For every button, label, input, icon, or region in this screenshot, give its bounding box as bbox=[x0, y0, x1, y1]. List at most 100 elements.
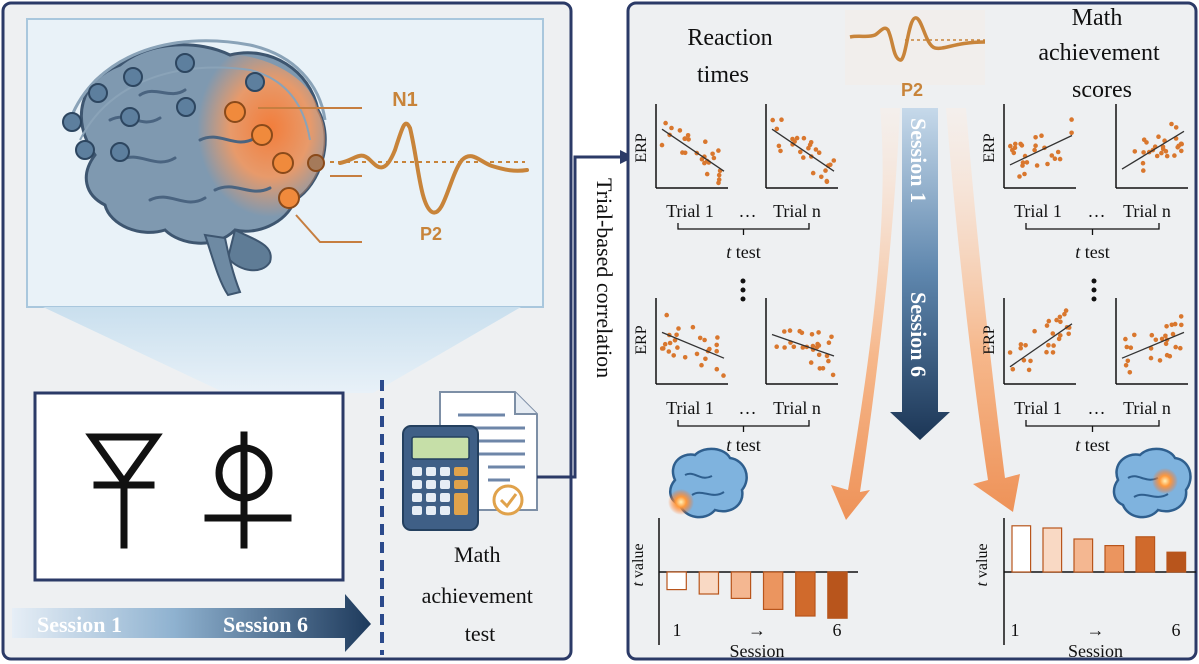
right-panel: Reaction times Math achievement scores P… bbox=[626, 1, 1198, 661]
trial-ellipsis-3: … bbox=[1088, 201, 1106, 221]
scatter-point bbox=[1022, 171, 1027, 177]
scatter-point bbox=[674, 332, 679, 338]
scatter-point bbox=[1132, 149, 1138, 154]
bar-first-tick: 1 bbox=[1011, 620, 1020, 640]
scatter-point bbox=[823, 168, 828, 173]
scatter-plot-7 bbox=[1003, 298, 1076, 385]
reaction-times-title-line2: times bbox=[697, 62, 749, 88]
center-p2-label: P2 bbox=[901, 80, 923, 100]
math-test-label-line1: Math bbox=[454, 542, 500, 567]
scatter-point bbox=[816, 352, 822, 358]
scatter-point bbox=[1018, 342, 1024, 347]
scatter-point bbox=[828, 162, 833, 168]
scatter-point bbox=[820, 366, 826, 371]
scatter-point bbox=[694, 351, 700, 357]
session-end-label: Session 6 bbox=[223, 612, 308, 637]
scatter-point bbox=[774, 126, 780, 132]
scatter-point bbox=[686, 137, 691, 142]
scatter-point bbox=[1141, 168, 1146, 173]
bar-1 bbox=[666, 571, 687, 591]
p2-label: P2 bbox=[420, 224, 442, 244]
bar-5 bbox=[795, 571, 816, 617]
zoom-cone bbox=[43, 307, 521, 393]
scatter-point bbox=[703, 139, 708, 144]
scatter-point bbox=[682, 136, 687, 141]
scatter-point bbox=[672, 338, 678, 343]
scatter-point bbox=[787, 328, 793, 333]
bar-3 bbox=[730, 571, 752, 599]
scatter-point bbox=[1058, 319, 1063, 325]
scatter-point bbox=[699, 362, 704, 368]
scatter-point bbox=[808, 140, 814, 145]
trial-correlation-label: Trial-based correlation bbox=[592, 178, 617, 378]
bar-4 bbox=[1104, 544, 1125, 573]
bar-ylabel: t value bbox=[974, 543, 991, 586]
bar-ylabel: t value bbox=[630, 543, 647, 586]
scatter-trend-line bbox=[661, 331, 725, 359]
scatter-point bbox=[826, 358, 831, 364]
scatter-point bbox=[1054, 317, 1059, 323]
bar-arrow: → bbox=[748, 620, 766, 640]
scatter-point bbox=[801, 155, 806, 160]
stimulus-symbol-left bbox=[85, 433, 163, 549]
scatter-point bbox=[1153, 337, 1159, 343]
ttest-label-1: t test bbox=[726, 242, 761, 262]
bar-ylabel-italic: t bbox=[974, 582, 991, 587]
scatter-trend-line bbox=[661, 128, 725, 172]
scatter-point bbox=[774, 344, 779, 350]
scatter-point bbox=[1034, 163, 1040, 168]
bar-ylabel-rest: value bbox=[630, 543, 647, 582]
bar-5 bbox=[1135, 536, 1156, 573]
reaction-times-title-line1: Reaction bbox=[687, 25, 772, 51]
scatter-plot-2 bbox=[765, 104, 838, 189]
scatter-point bbox=[779, 117, 784, 122]
scatter-point bbox=[667, 340, 673, 346]
scatter-point bbox=[714, 342, 719, 348]
trial-ellipsis-2: … bbox=[739, 398, 757, 418]
scatter-trend-line bbox=[1009, 323, 1073, 368]
scatter-point bbox=[1028, 358, 1033, 364]
scatter-point bbox=[816, 150, 822, 155]
bar-xlabel: Session bbox=[729, 641, 784, 661]
scatter-point bbox=[1178, 345, 1183, 351]
vertical-ellipsis-right bbox=[1091, 278, 1097, 302]
orange-arrow-right bbox=[946, 108, 1020, 512]
scatter-ylabel-3: ERP bbox=[633, 325, 650, 354]
scatter-point bbox=[791, 344, 797, 350]
scatter-point bbox=[1163, 341, 1169, 347]
scatter-point bbox=[710, 151, 715, 157]
scatter-point bbox=[676, 326, 681, 331]
scatter-point bbox=[699, 156, 705, 162]
scatter-point bbox=[1127, 370, 1133, 375]
math-scores-title-line2: achievement bbox=[1038, 40, 1160, 66]
scatter-point bbox=[1156, 134, 1161, 139]
scatter-point bbox=[707, 346, 712, 352]
math-test-label: Math achievement test bbox=[422, 542, 539, 646]
scatter-point bbox=[770, 117, 775, 123]
scatter-point bbox=[659, 142, 665, 148]
bar-xlabel: Session bbox=[1068, 641, 1123, 661]
scatter-ylabel-5: ERP bbox=[981, 133, 998, 162]
scatter-point bbox=[669, 125, 674, 131]
scatter-point bbox=[1023, 343, 1028, 348]
trial-ellipsis-1: … bbox=[739, 201, 757, 221]
scatter-ylabel-1: ERP bbox=[633, 133, 650, 162]
scatter-point bbox=[1046, 342, 1051, 348]
orange-arrow-left bbox=[831, 108, 900, 520]
trial-last-label-1: Trial n bbox=[773, 201, 821, 221]
scatter-trend-line bbox=[771, 128, 835, 172]
scatter-point bbox=[1163, 333, 1168, 339]
scatter-trend-line bbox=[1121, 130, 1185, 170]
scatter-point bbox=[697, 335, 703, 341]
scatter-point bbox=[1178, 314, 1184, 319]
scatter-point bbox=[806, 145, 811, 151]
brain-icon-right bbox=[1112, 447, 1192, 519]
scatter-point bbox=[1008, 143, 1013, 149]
scatter-point bbox=[1058, 333, 1063, 338]
scatter-point bbox=[1124, 344, 1130, 350]
scatter-point bbox=[1159, 336, 1165, 342]
scatter-point bbox=[808, 360, 814, 365]
scatter-point bbox=[716, 148, 721, 153]
scatter-point bbox=[1039, 133, 1044, 138]
